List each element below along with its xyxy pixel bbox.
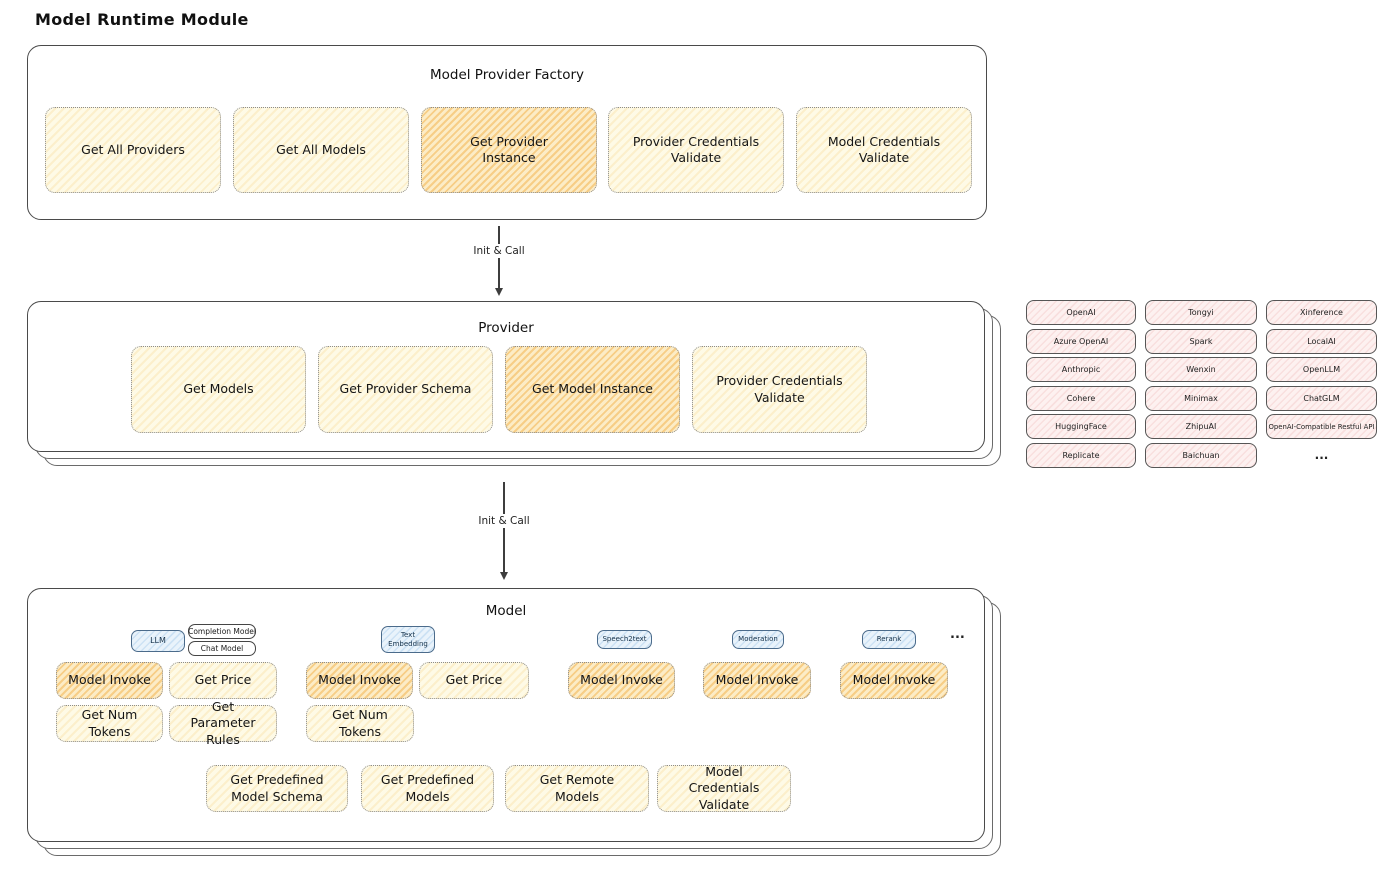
factory-title: Model Provider Factory [429,67,584,83]
provider-title: Provider [478,320,534,336]
node-provider-credentials-validate-2: Provider Credentials Validate [692,346,867,433]
node-provider-credentials-validate: Provider Credentials Validate [608,107,784,193]
page-title: Model Runtime Module [35,10,249,29]
node-moderation-model-invoke: Model Invoke [703,662,811,699]
provider-chip-wenxin: Wenxin [1145,357,1257,382]
provider-chip-openllm: OpenLLM [1266,357,1377,382]
tag-rerank: Rerank [862,630,916,649]
node-get-predefined-model-schema: Get Predefined Model Schema [206,765,348,812]
tag-moderation: Moderation [732,630,784,649]
arrow-factory-to-provider: Init & Call [449,226,549,296]
provider-chip-openai-compatible: OpenAI-Compatible Restful API [1266,414,1377,439]
node-embedding-model-invoke: Model Invoke [306,662,413,699]
node-get-provider-instance: Get Provider Instance [421,107,597,193]
node-get-all-providers: Get All Providers [45,107,221,193]
node-rerank-model-invoke: Model Invoke [840,662,948,699]
arrowhead-icon [500,572,508,580]
node-get-predefined-models: Get Predefined Models [361,765,494,812]
provider-chip-xinference: Xinference [1266,300,1377,325]
provider-chip-baichuan: Baichuan [1145,442,1257,468]
model-box: Model LLM Completion Model Chat Model Te… [27,588,985,842]
arrow-line-top [503,482,505,514]
provider-chip-chatglm: ChatGLM [1266,385,1377,411]
arrow-line-bottom [503,528,505,572]
node-get-model-instance: Get Model Instance [505,346,680,433]
node-embedding-get-price: Get Price [419,662,529,699]
model-types-ellipsis: ... [950,627,965,642]
provider-chip-anthropic: Anthropic [1026,357,1136,382]
provider-chip-localai: LocalAI [1266,328,1377,354]
node-llm-model-invoke: Model Invoke [56,662,163,699]
provider-box: Provider Get Models Get Provider Schema … [27,301,985,452]
node-get-all-models: Get All Models [233,107,409,193]
provider-chip-replicate: Replicate [1026,442,1136,468]
tag-llm: LLM [131,630,185,652]
tag-text-embedding: Text Embedding [381,626,435,653]
provider-chip-openai: OpenAI [1026,300,1136,325]
provider-chip-cohere: Cohere [1026,385,1136,411]
node-speech2text-model-invoke: Model Invoke [568,662,675,699]
node-get-models: Get Models [131,346,306,433]
node-get-remote-models: Get Remote Models [505,765,649,812]
factory-box: Model Provider Factory Get All Providers… [27,45,987,220]
provider-chip-azure-openai: Azure OpenAI [1026,328,1136,354]
node-model-credentials-validate: Model Credentials Validate [796,107,972,193]
node-get-provider-schema: Get Provider Schema [318,346,493,433]
model-title: Model [485,603,527,619]
node-llm-get-parameter-rules: Get Parameter Rules [169,699,277,747]
tag-chat-model: Chat Model [188,641,256,656]
arrow-line-top [498,226,500,244]
node-llm-get-price: Get Price [169,662,277,699]
arrowhead-icon [495,288,503,296]
provider-chip-tongyi: Tongyi [1145,300,1257,325]
provider-chip-spark: Spark [1145,328,1257,354]
provider-grid-ellipsis: ... [1314,448,1329,462]
arrow-label: Init & Call [478,515,530,527]
provider-chip-zhipuai: ZhipuAI [1145,414,1257,439]
tag-speech2text: Speech2text [597,630,652,649]
provider-chip-minimax: Minimax [1145,385,1257,411]
provider-chip-huggingface: HuggingFace [1026,414,1136,439]
tag-completion-model: Completion Model [188,624,256,639]
node-llm-get-num-tokens: Get Num Tokens [56,705,163,742]
node-embedding-get-num-tokens: Get Num Tokens [306,705,414,742]
provider-name-grid: OpenAI Tongyi Xinference Azure OpenAI Sp… [1026,300,1377,468]
node-model-credentials-validate-2: Model Credentials Validate [657,764,791,812]
arrow-line-bottom [498,258,500,288]
arrow-label: Init & Call [473,245,525,257]
arrow-provider-to-model: Init & Call [454,482,554,580]
